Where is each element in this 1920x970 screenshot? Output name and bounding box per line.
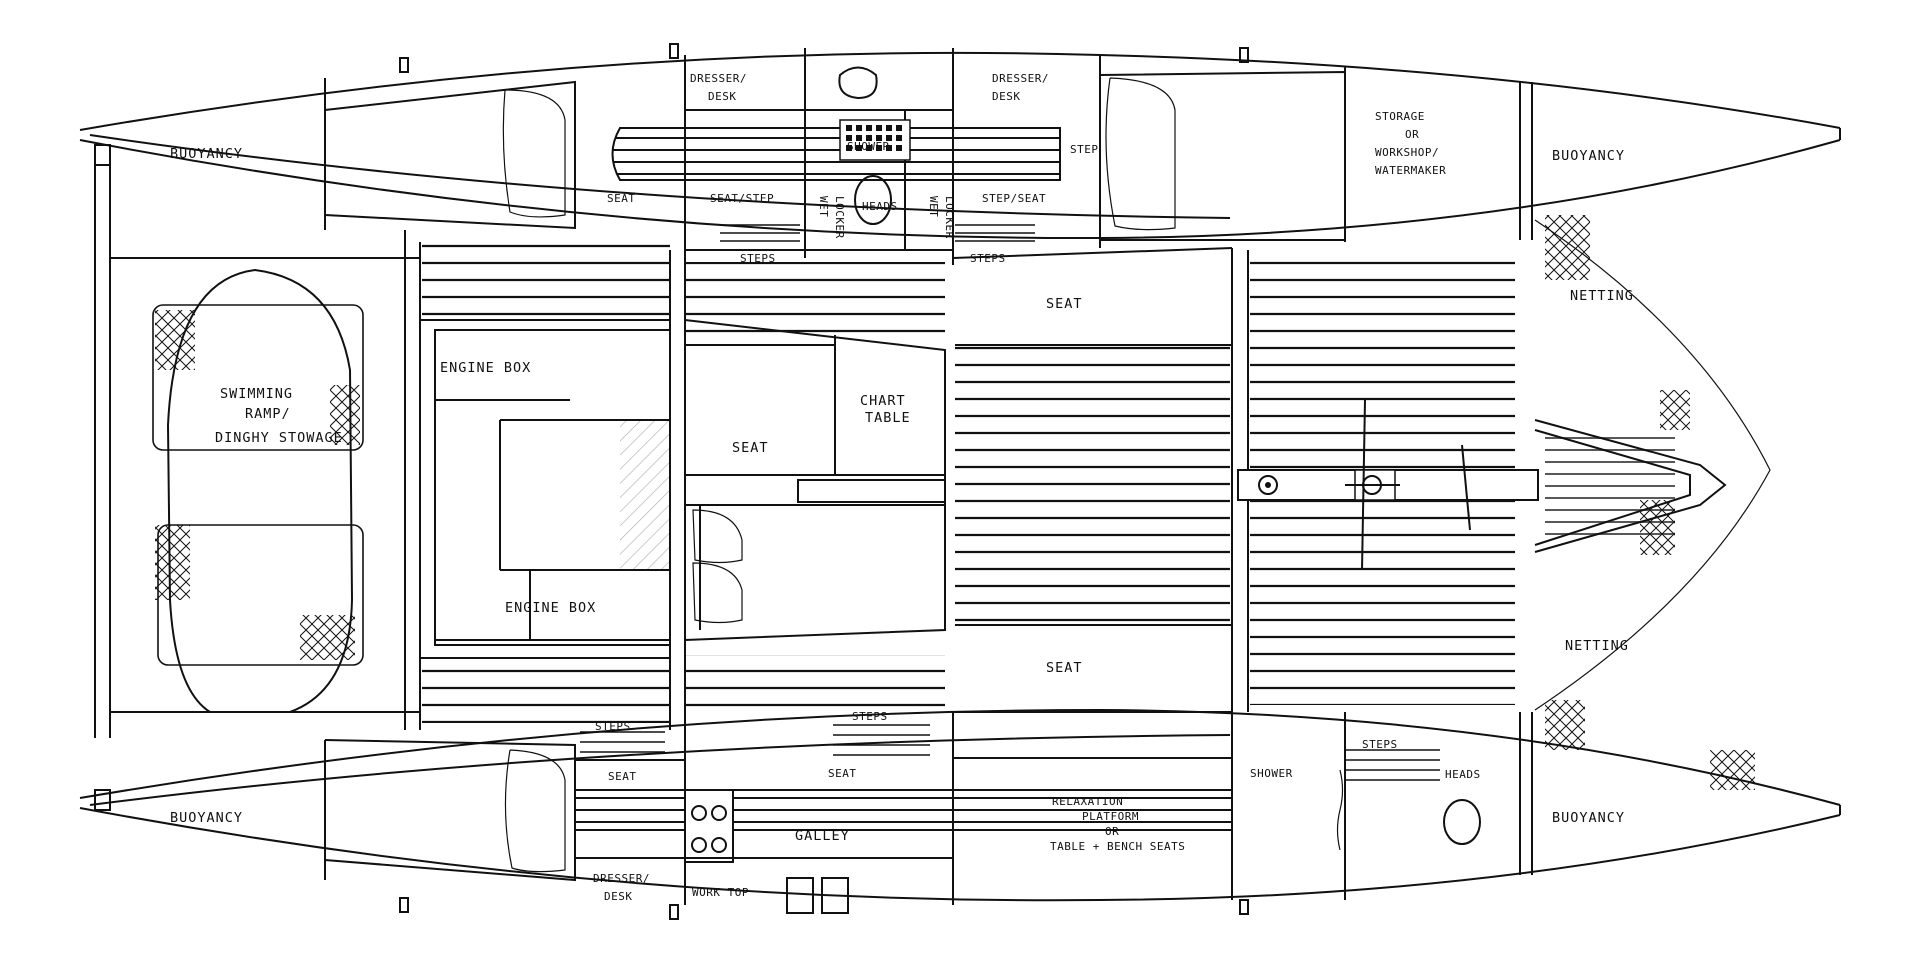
relaxation-label-4: TABLE + BENCH SEATS [1050, 840, 1185, 853]
heads-label-bottom: HEADS [1445, 768, 1481, 781]
seat-label-galley-left: SEAT [608, 770, 637, 783]
steps-label-top-left: STEPS [740, 252, 776, 265]
wet-locker-label-1: WET [817, 196, 830, 217]
relaxation-label-3: OR [1105, 825, 1119, 838]
seat-label-galley-right: SEAT [828, 767, 857, 780]
dresser-desk-label-1a: DRESSER/ [690, 72, 747, 85]
wet-locker-label-2b: LOCKER [943, 196, 956, 239]
step-label-top: STEP [1070, 143, 1099, 156]
dresser-desk-label-2b: DESK [992, 90, 1021, 103]
steps-label-bottom-right: STEPS [1362, 738, 1398, 751]
chart-table-label-1: CHART [860, 393, 906, 409]
storage-label-4: WATERMAKER [1375, 164, 1446, 177]
seat-label-top-left: SEAT [607, 192, 636, 205]
work-top-label: WORK TOP [692, 886, 749, 899]
relaxation-label-2: PLATFORM [1082, 810, 1139, 823]
seat-label-saloon: SEAT [732, 440, 769, 456]
steps-label-top-right: STEPS [970, 252, 1006, 265]
steps-label-bottom-mid: STEPS [852, 710, 888, 723]
shower-label-bottom: SHOWER [1250, 767, 1293, 780]
netting-label-bottom: NETTING [1565, 638, 1629, 654]
dresser-desk-label-2a: DRESSER/ [992, 72, 1049, 85]
swimming-ramp-label-3: DINGHY STOWAGE [215, 430, 343, 446]
netting-label-top: NETTING [1570, 288, 1634, 304]
engine-box-label-bottom: ENGINE BOX [505, 600, 596, 616]
step-seat-label: STEP/SEAT [982, 192, 1046, 205]
chart-table-label-2: TABLE [865, 410, 911, 426]
dresser-desk-label-1b: DESK [708, 90, 737, 103]
buoyancy-label-bottom-aft: BUOYANCY [170, 810, 243, 826]
swimming-ramp-label-2: RAMP/ [245, 406, 291, 422]
swimming-ramp-label-1: SWIMMING [220, 386, 293, 402]
heads-label-top: HEADS [862, 200, 898, 213]
engine-box-label-top: ENGINE BOX [440, 360, 531, 376]
buoyancy-label-bottom-bow: BUOYANCY [1552, 810, 1625, 826]
storage-label-3: WORKSHOP/ [1375, 146, 1439, 159]
steps-label-bottom-left: STEPS [595, 720, 631, 733]
galley-label: GALLEY [795, 828, 850, 844]
wet-locker-label-1b: LOCKER [833, 196, 846, 239]
shower-label-top: SHOWER [847, 140, 890, 153]
dresser-desk-label-3a: DRESSER/ [593, 872, 650, 885]
relaxation-label-1: RELAXATION [1052, 795, 1123, 808]
buoyancy-label-top-aft: BUOYANCY [170, 146, 243, 162]
wet-locker-label-2: WET [927, 196, 940, 217]
dresser-desk-label-3b: DESK [604, 890, 633, 903]
starboard-hull [79, 43, 1841, 738]
port-hull [79, 708, 1841, 920]
storage-label-1: STORAGE [1375, 110, 1425, 123]
seat-label-cockpit-bottom: SEAT [1046, 660, 1083, 676]
seat-step-label: SEAT/STEP [710, 192, 774, 205]
bridge-deck [110, 215, 1771, 790]
storage-label-2: OR [1405, 128, 1419, 141]
seat-label-cockpit-top: SEAT [1046, 296, 1083, 312]
buoyancy-label-top-bow: BUOYANCY [1552, 148, 1625, 164]
